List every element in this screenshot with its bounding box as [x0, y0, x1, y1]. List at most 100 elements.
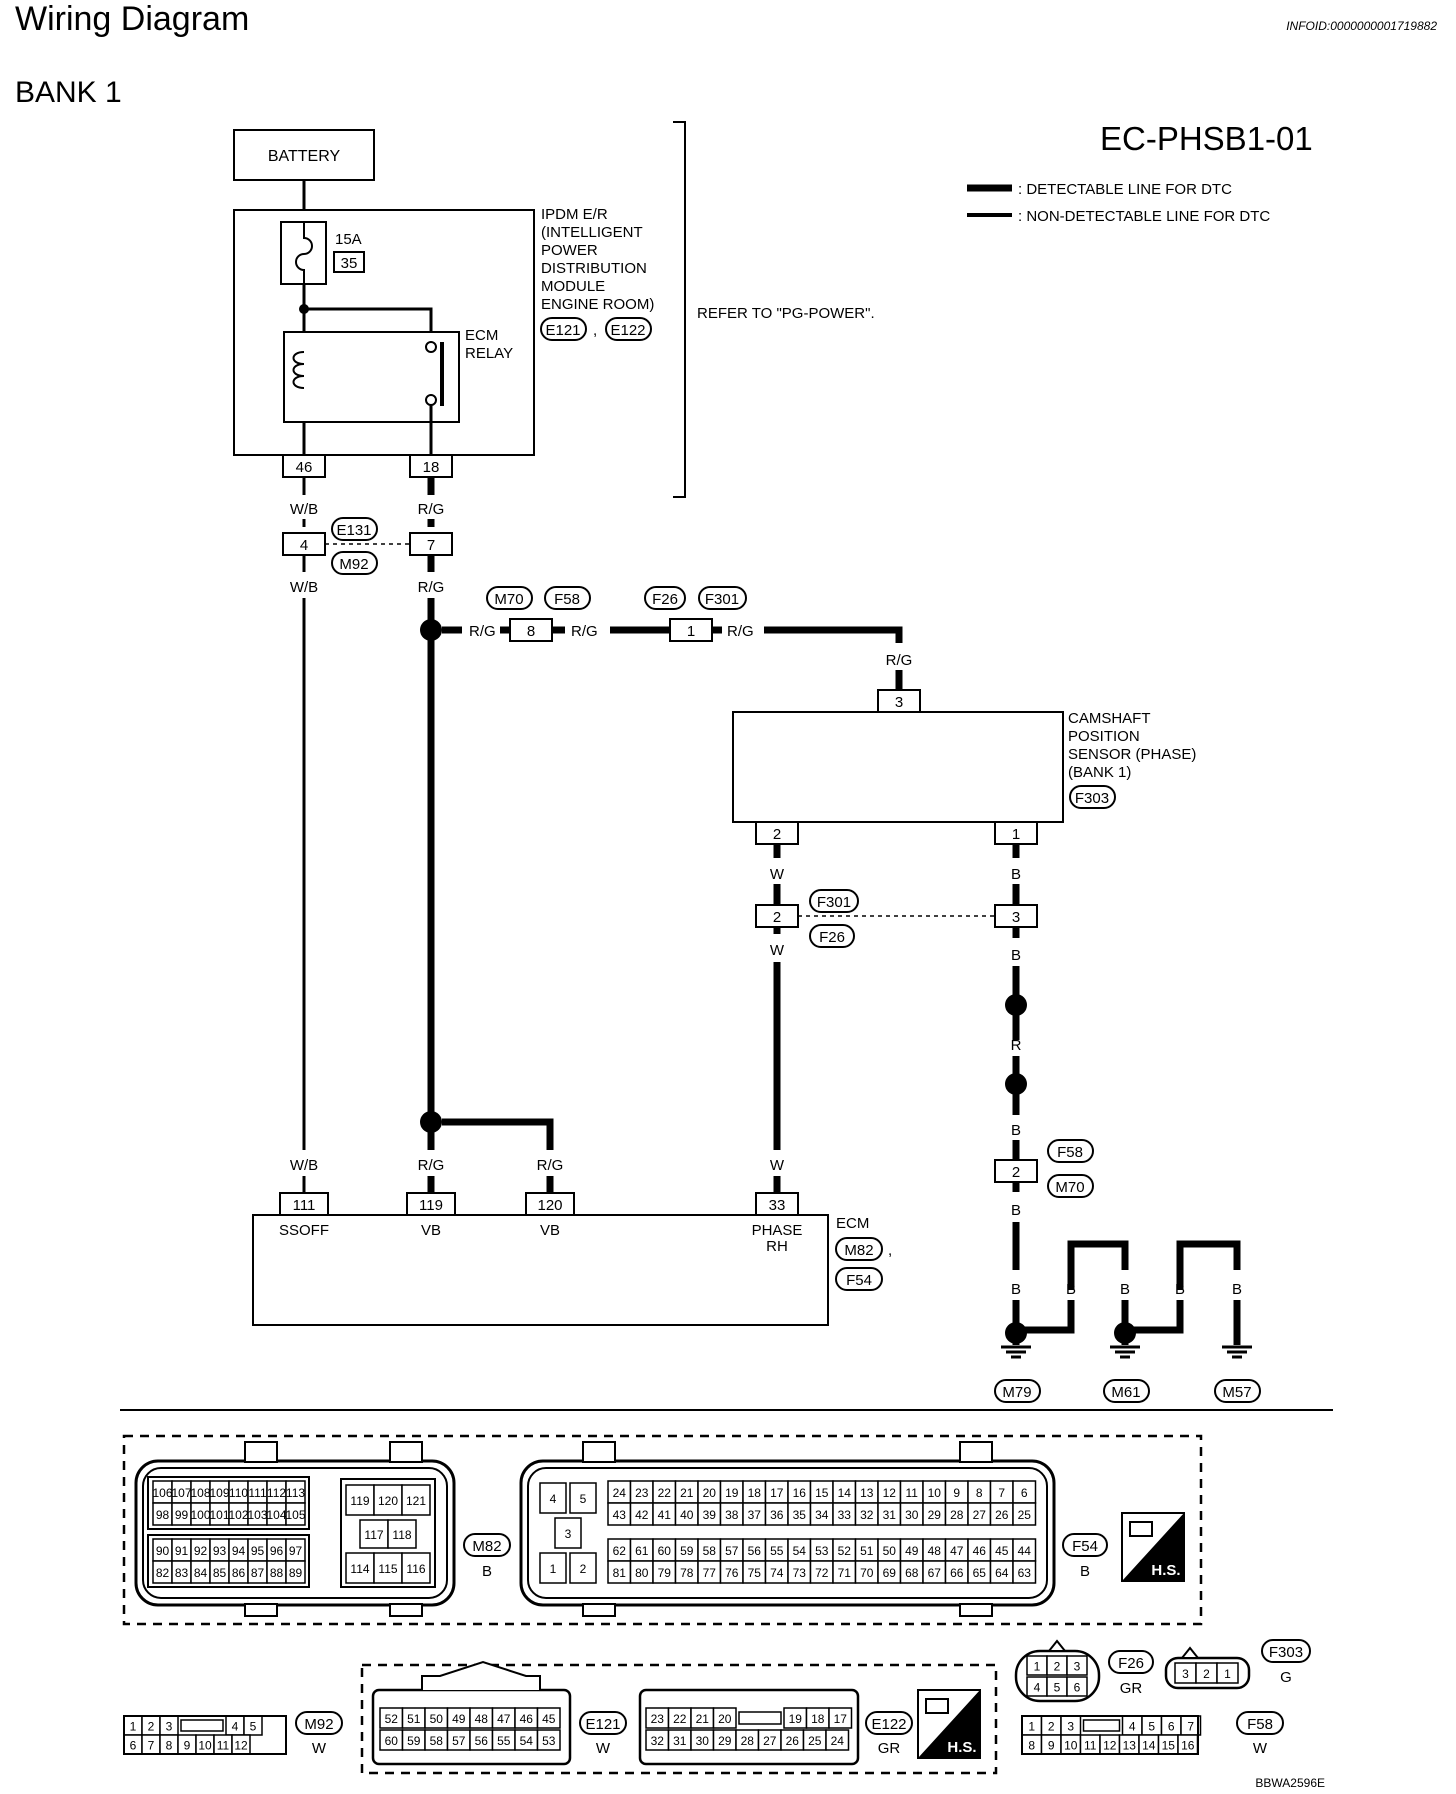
f58-pin-7: 7 — [1187, 1720, 1194, 1734]
f54-pin-5: 5 — [580, 1492, 587, 1506]
e121-pin-54: 54 — [520, 1734, 534, 1748]
wire-color-wb2: W/B — [290, 579, 318, 596]
pin-f3: 3 — [1012, 909, 1020, 926]
f54-pin-50: 50 — [883, 1544, 897, 1558]
splice-b-1 — [1005, 994, 1027, 1016]
m82-pin-118: 118 — [392, 1528, 411, 1542]
f54-pin-66: 66 — [950, 1566, 964, 1580]
f54-pin-3: 3 — [565, 1527, 572, 1541]
m82-pin-85: 85 — [213, 1566, 227, 1580]
connector-m82-latch — [389, 1441, 423, 1463]
fuse-number-box — [333, 251, 365, 273]
f54-pin-20: 20 — [703, 1486, 717, 1500]
connector-views-frame-bottom — [360, 1663, 998, 1775]
e122-pin-30: 30 — [696, 1734, 710, 1748]
m82-pin-112: 112 — [267, 1486, 286, 1500]
f54-pin-23: 23 — [635, 1486, 649, 1500]
conn-tag-m79-text: M79 — [1002, 1384, 1031, 1401]
m82-pin-83: 83 — [175, 1566, 189, 1580]
fuse-element — [295, 222, 313, 284]
ecm-signal-vb1: VB — [421, 1222, 441, 1239]
ipdm-label-5: MODULE — [541, 278, 605, 295]
m82-pin-84: 84 — [194, 1566, 208, 1580]
e121-pin-56: 56 — [475, 1734, 489, 1748]
wire-color-b7: B — [1120, 1281, 1130, 1298]
wire-gnd-link-2 — [1125, 1300, 1184, 1334]
pin-cell — [180, 1719, 224, 1732]
conn-tag-f26 — [644, 586, 686, 610]
f58-pin-9: 9 — [1048, 1739, 1055, 1753]
pin-cell — [387, 1519, 417, 1549]
camshaft-label-2: POSITION — [1068, 728, 1140, 745]
f54-pin-56: 56 — [748, 1544, 762, 1558]
connector-m82-inner — [142, 1467, 448, 1599]
conn-tag-e121 — [540, 317, 587, 341]
pin-j7: 7 — [427, 537, 435, 554]
splice-rg-top — [420, 619, 442, 641]
m82-pin-101: 101 — [209, 1508, 229, 1522]
harness-side-icon: H.S. — [1121, 1512, 1185, 1582]
pin-cell — [569, 1552, 597, 1584]
e121-pin-57: 57 — [452, 1734, 466, 1748]
f54-pin-16: 16 — [793, 1486, 807, 1500]
conn-tag-f54 — [835, 1267, 883, 1291]
f54-pin-8: 8 — [976, 1486, 983, 1500]
f54-pin-35: 35 — [793, 1508, 807, 1522]
conn-tag-f301b — [809, 889, 859, 913]
f26-pin-6: 6 — [1074, 1681, 1081, 1695]
conn-tag-m92-text: M92 — [339, 556, 368, 573]
m82-pin-117: 117 — [364, 1528, 383, 1542]
conn-tag-m82-view — [463, 1533, 511, 1557]
f54-pin-26: 26 — [995, 1508, 1009, 1522]
f54-pin-17: 17 — [770, 1486, 784, 1500]
harness-side-icon: H.S. — [917, 1689, 981, 1759]
e122-pin-20: 20 — [718, 1712, 732, 1726]
pin-cell — [1066, 1676, 1088, 1697]
f54-pin-42: 42 — [635, 1508, 649, 1522]
f54-pin-38: 38 — [725, 1508, 739, 1522]
conn-tag-m92-view — [295, 1711, 343, 1735]
f54-pin-6: 6 — [1021, 1486, 1028, 1500]
e122-pin-26: 26 — [786, 1734, 800, 1748]
m82-pin-116: 116 — [406, 1562, 425, 1576]
m92-pin-1: 1 — [130, 1720, 137, 1734]
f54-pin-37: 37 — [748, 1508, 762, 1522]
m92-pin-11: 11 — [217, 1739, 230, 1753]
m82-pin-93: 93 — [213, 1544, 227, 1558]
conn-tag-f58b — [1047, 1139, 1094, 1163]
conn-tag-m92-view-text: M92 — [304, 1716, 333, 1733]
camshaft-label-3: SENSOR (PHASE) — [1068, 746, 1196, 763]
f54-pin-64: 64 — [995, 1566, 1009, 1580]
m82-pin-108: 108 — [190, 1486, 210, 1500]
conn-tag-f26-view — [1108, 1650, 1154, 1674]
m82-pin-94: 94 — [232, 1544, 246, 1558]
relay-contact-top — [425, 341, 437, 353]
f54-pin-69: 69 — [883, 1566, 897, 1580]
m82-pin-107: 107 — [171, 1486, 191, 1500]
f54-pin-32: 32 — [860, 1508, 874, 1522]
pin-block-outline — [1021, 1715, 1199, 1755]
f54-pin-58: 58 — [703, 1544, 717, 1558]
conn-tag-f303-view-text: F303 — [1269, 1644, 1303, 1661]
wire-color-w2: W — [770, 942, 785, 959]
f54-pin-43: 43 — [613, 1508, 627, 1522]
m82-pin-90: 90 — [156, 1544, 170, 1558]
ipdm-label-2: (INTELLIGENT — [541, 224, 643, 241]
f58-pin-5: 5 — [1148, 1720, 1155, 1734]
m82-pin-96: 96 — [270, 1544, 284, 1558]
conn-tag-f301b-text: F301 — [817, 894, 851, 911]
ecm-pins: 111 119 120 33 — [279, 1192, 799, 1216]
connector-f303-key — [1179, 1646, 1201, 1659]
e122-pin-29: 29 — [718, 1734, 732, 1748]
fuse-number: 35 — [341, 255, 358, 272]
e122-pin-19: 19 — [789, 1712, 803, 1726]
f58-pin-11: 11 — [1084, 1739, 1097, 1753]
connector-m82-latch — [244, 1603, 278, 1617]
f54-pin-22: 22 — [658, 1486, 672, 1500]
pin-f58-2: 2 — [1012, 1164, 1020, 1181]
f54-pin-70: 70 — [860, 1566, 874, 1580]
conn-tag-m57-text: M57 — [1222, 1384, 1251, 1401]
ipdm-label-6: ENGINE ROOM) — [541, 296, 654, 313]
